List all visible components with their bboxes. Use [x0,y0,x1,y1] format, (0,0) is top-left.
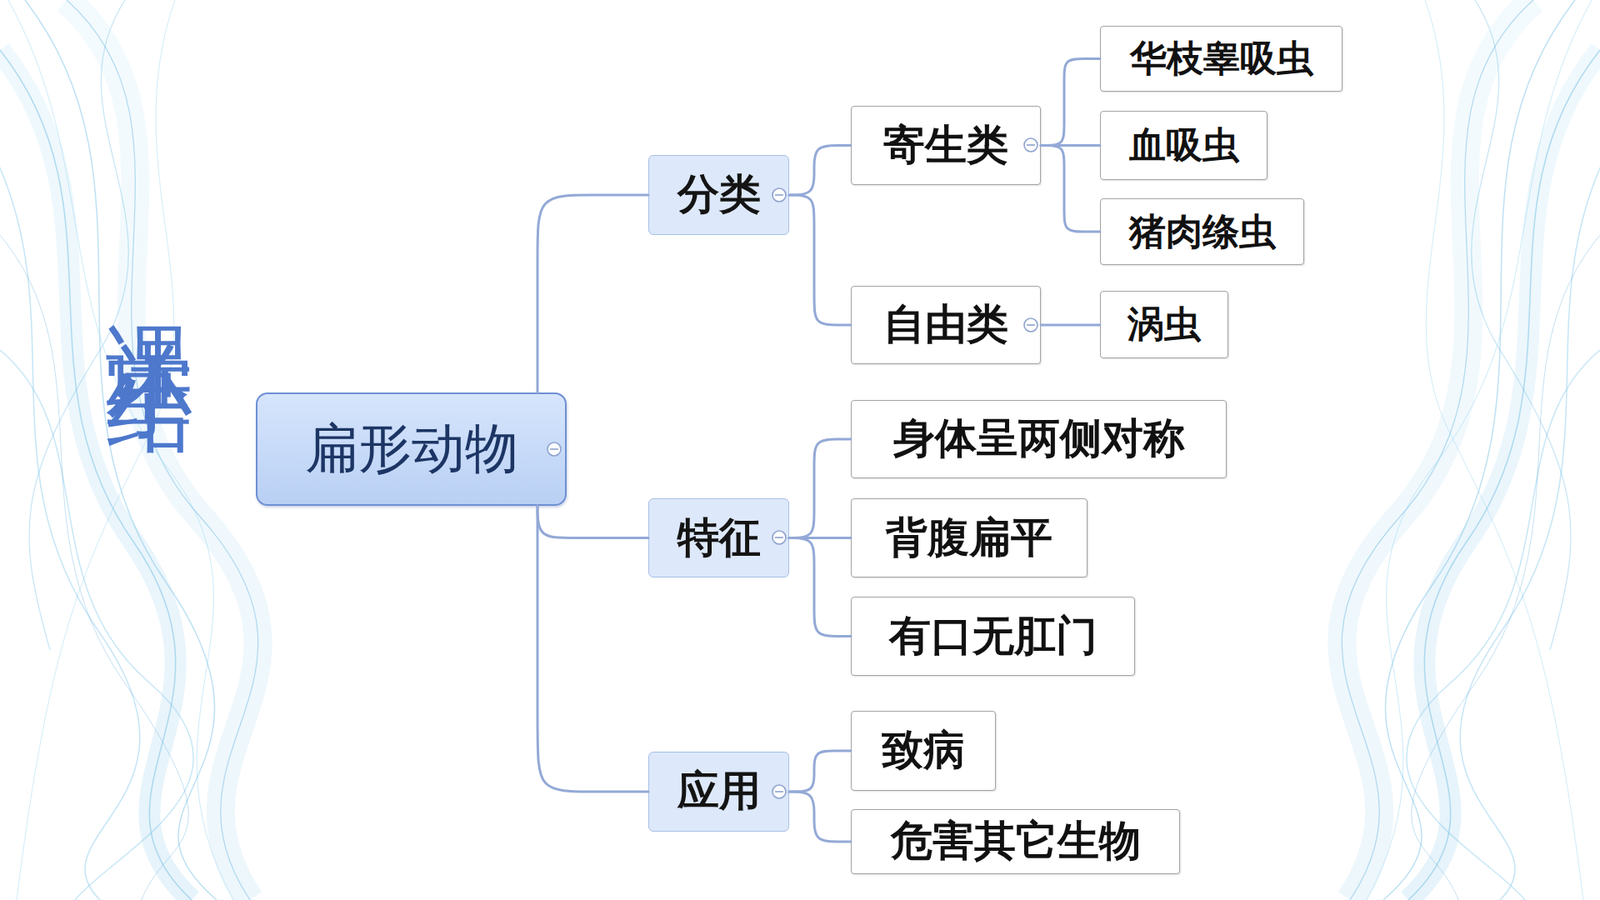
node-label: 寄生类 [883,121,1009,170]
wave-line [8,0,234,900]
collapse-toggle [547,442,561,456]
subtopic-box: 危害其它生物 [850,809,1180,875]
subtopic-box: 身体呈两侧对称 [850,400,1227,479]
branch-connector [1040,324,1100,327]
branch-connector [1040,59,1100,146]
branch-connector [537,505,649,539]
root-topic: 扁形动物 [255,392,567,506]
subtopic-box: 背腹扁平 [850,498,1088,578]
node-label: 有口无肛门 [889,612,1098,661]
branch-connector [789,439,851,539]
node-label: 猪肉绦虫 [1129,210,1276,254]
node-label: 血吸虫 [1129,124,1240,167]
node-label: 致病 [881,726,965,775]
branch-connector [789,536,851,540]
branch-connector [537,195,649,393]
branch-connector [789,195,851,325]
subtopic-box: 寄生类 [850,105,1041,185]
node-label: 特征 [677,514,761,563]
wave-line [0,50,192,900]
leaf-topic: 猪肉绦虫 [1100,198,1305,265]
subtopic-box: 致病 [850,710,996,791]
leaf-topic: 华枝睾吸虫 [1100,25,1343,92]
connector-group [537,59,1100,843]
subtopic-box: 有口无肛门 [850,596,1135,676]
leaf-topic: 涡虫 [1100,290,1229,359]
subtopic-box: 自由类 [850,285,1041,365]
branch-connector [1040,145,1100,233]
branch-topic: 应用 [648,751,790,832]
collapse-toggles [547,138,1038,799]
leaf-topic: 血吸虫 [1100,110,1268,180]
node-label: 分类 [677,170,761,220]
wave-line [16,0,175,900]
wave-ribbons [0,0,259,900]
node-label: 危害其它生物 [890,817,1141,866]
node-label: 背腹扁平 [885,514,1053,563]
node-label: 自由类 [883,300,1009,350]
node-label: 应用 [677,767,761,816]
collapse-toggle [772,188,786,202]
wave-line [29,0,129,650]
wave-line [66,0,259,900]
wave-line [25,0,217,900]
collapse-toggle [1024,138,1038,152]
slide-title: 课堂小结 [106,255,194,315]
branch-connector [789,538,851,637]
node-label: 扁形动物 [305,418,519,480]
collapse-toggle [772,530,786,545]
branch-topic: 分类 [648,155,790,235]
branch-connector [537,505,649,792]
wave-line [0,350,194,900]
wave-ribbons [1341,0,1600,900]
collapse-toggle [1024,318,1038,332]
collapse-toggle [772,785,786,799]
branch-connector [789,791,851,842]
wave-band [66,0,259,900]
branch-connector [789,750,851,792]
branch-topic: 特征 [648,498,790,578]
node-label: 身体呈两侧对称 [893,415,1185,464]
wave-line [0,216,189,900]
branch-connector [1040,144,1100,147]
node-label: 华枝睾吸虫 [1130,37,1314,80]
branch-connector [789,145,851,196]
node-label: 涡虫 [1127,303,1201,346]
